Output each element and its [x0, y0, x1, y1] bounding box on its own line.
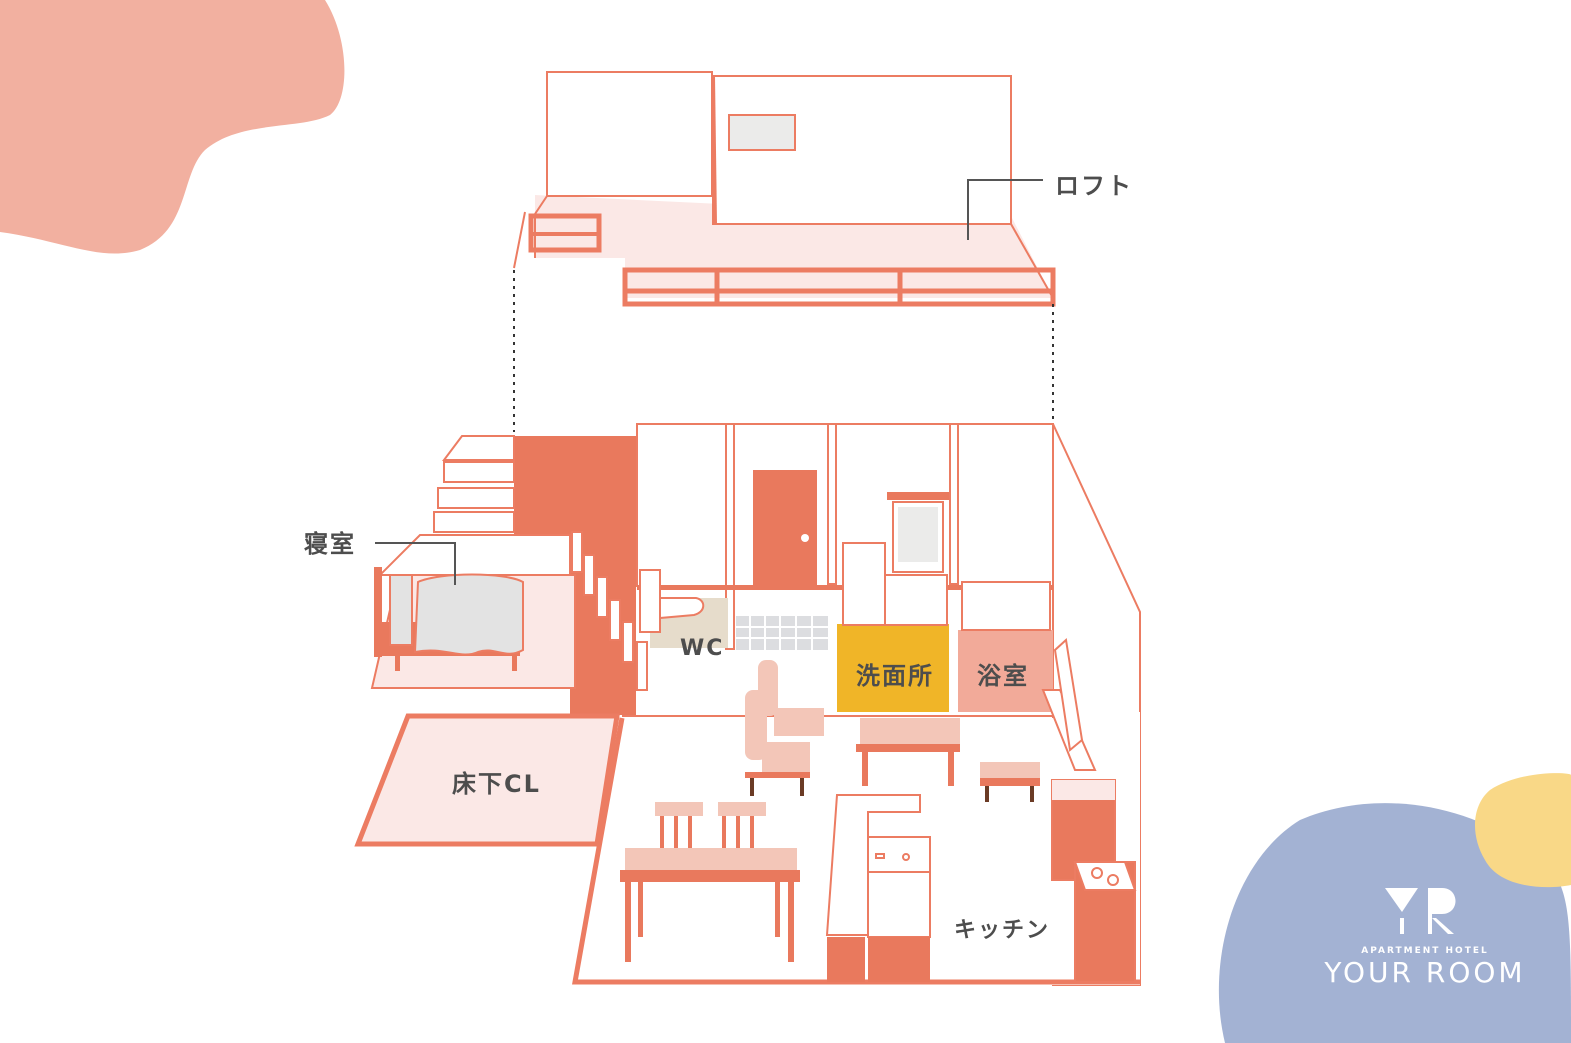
pink-blob-decoration: [0, 0, 345, 254]
loft-label: ロフト: [1055, 172, 1133, 200]
washroom-label: 洗面所: [856, 662, 934, 690]
underfloor-closet-label: 床下CL: [452, 770, 541, 798]
wc-label: WC: [680, 636, 725, 661]
yellow-blob-decoration: [1474, 773, 1571, 888]
loft-level: [513, 71, 1056, 432]
blue-blob-decoration: [1218, 803, 1571, 1043]
bedroom-label: 寝室: [304, 530, 356, 558]
logo-subtitle: APARTMENT HOTEL: [1361, 946, 1489, 956]
logo-title: YOUR ROOM: [1324, 956, 1526, 989]
lower-level: [354, 423, 1141, 986]
yr-logo-mark-icon: [1385, 888, 1456, 934]
loft-leader-line: [967, 179, 1043, 240]
kitchen-label: キッチン: [954, 918, 1051, 943]
hotel-logo: APARTMENT HOTEL YOUR ROOM: [1300, 880, 1550, 989]
bedroom-leader-line: [375, 542, 456, 585]
bathroom-label: 浴室: [977, 662, 1029, 690]
